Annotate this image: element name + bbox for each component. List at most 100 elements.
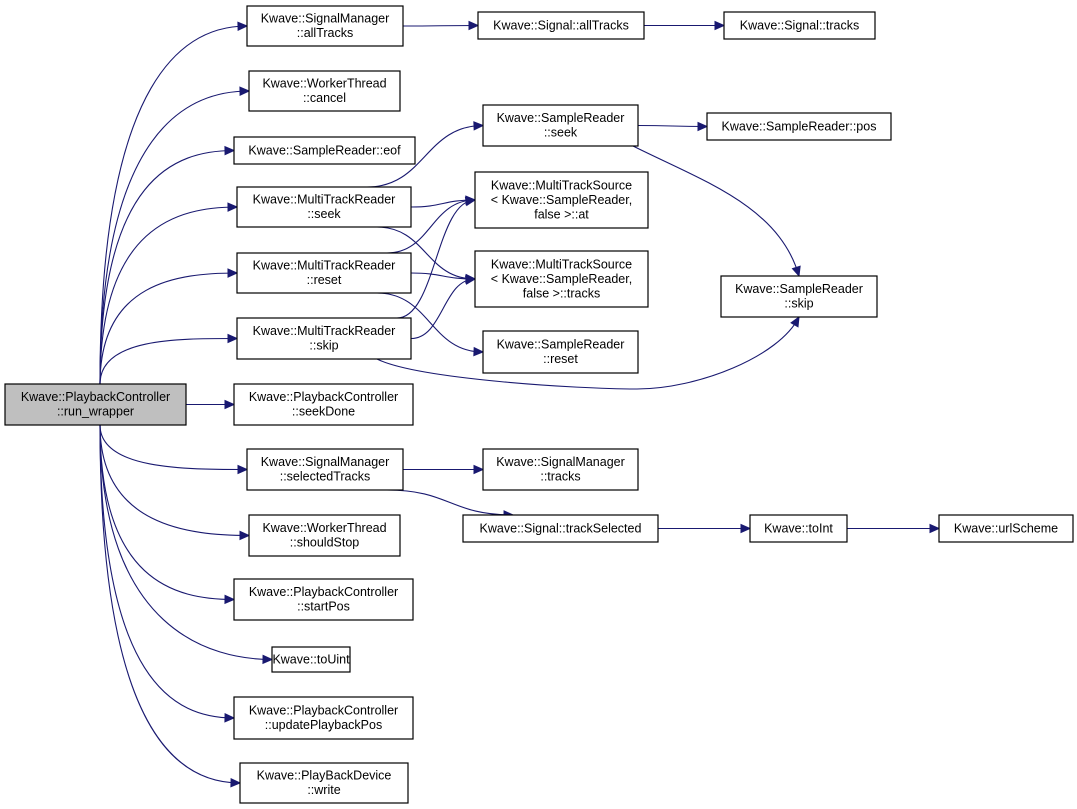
node-label: Kwave::SampleReader — [735, 282, 863, 296]
node-label: Kwave::Signal::tracks — [740, 18, 860, 32]
node-box — [474, 171, 649, 229]
function-node-wt-cancel[interactable]: Kwave::WorkerThread::cancel — [248, 70, 401, 112]
node-box — [474, 250, 649, 308]
function-node-pc-seekdone[interactable]: Kwave::PlaybackController::seekDone — [233, 383, 414, 426]
node-label: Kwave::PlayBackDevice — [257, 769, 392, 783]
node-label: ::reset — [307, 273, 342, 287]
node-label: Kwave::MultiTrackSource — [491, 257, 632, 271]
node-label: < Kwave::SampleReader, — [491, 193, 632, 207]
function-node-touint[interactable]: Kwave::toUint — [271, 646, 351, 673]
edge-line — [99, 149, 235, 385]
node-box — [233, 136, 416, 165]
call-edge — [402, 20, 480, 31]
function-node-mtr-reset[interactable]: Kwave::MultiTrackReader::reset — [236, 252, 412, 294]
function-node-sm-alltracks[interactable]: Kwave::SignalManager::allTracks — [246, 5, 404, 47]
node-label: Kwave::MultiTrackReader — [253, 259, 396, 273]
function-node-urlscheme[interactable]: Kwave::urlScheme — [938, 514, 1074, 543]
node-label: Kwave::MultiTrackReader — [253, 324, 396, 338]
arrowhead — [224, 713, 236, 723]
node-box — [236, 186, 412, 228]
node-label: ::seek — [307, 207, 341, 221]
edge-line — [376, 292, 484, 353]
function-node-toint[interactable]: Kwave::toInt — [749, 514, 848, 543]
node-box — [233, 578, 414, 621]
function-node-sig-trackselected[interactable]: Kwave::Signal::trackSelected — [462, 514, 659, 543]
node-label: Kwave::WorkerThread — [262, 521, 386, 535]
node-box — [236, 252, 412, 294]
node-label: Kwave::SampleReader — [497, 338, 625, 352]
arrowhead — [262, 654, 274, 665]
call-edge — [410, 275, 477, 340]
node-label: Kwave::toUint — [272, 652, 350, 666]
call-edge — [99, 145, 236, 385]
node-label: ::skip — [784, 297, 813, 311]
call-edge — [637, 121, 709, 132]
function-node-wt-shouldstop[interactable]: Kwave::WorkerThread::shouldStop — [248, 514, 401, 557]
edge-line — [99, 424, 248, 471]
edge-line — [366, 124, 484, 188]
node-label: < Kwave::SampleReader, — [491, 272, 632, 286]
node-box — [749, 514, 848, 543]
function-node-sr-pos[interactable]: Kwave::SampleReader::pos — [706, 112, 892, 141]
arrowhead — [929, 523, 941, 534]
function-node-sig-tracks[interactable]: Kwave::Signal::tracks — [723, 11, 876, 40]
function-nodes: Kwave::PlaybackController::run_wrapperKw… — [4, 5, 1074, 804]
node-label: ::selectedTracks — [280, 470, 371, 484]
edge-line — [376, 316, 800, 390]
function-node-sr-skip[interactable]: Kwave::SampleReader::skip — [720, 275, 878, 318]
function-node-run-wrapper[interactable]: Kwave::PlaybackController::run_wrapper — [4, 383, 187, 426]
node-label: Kwave::SampleReader::eof — [248, 143, 401, 157]
edge-line — [637, 124, 708, 128]
node-label: ::startPos — [297, 600, 350, 614]
node-label: ::cancel — [303, 91, 346, 105]
node-label: Kwave::PlaybackController — [249, 704, 398, 718]
function-node-mts-tracks[interactable]: Kwave::MultiTrackSource< Kwave::SampleRe… — [474, 250, 649, 308]
edge-line — [376, 226, 476, 280]
call-edge — [658, 523, 752, 534]
node-label: Kwave::SampleReader::pos — [722, 119, 877, 133]
call-edge — [99, 268, 239, 385]
node-label: Kwave::SignalManager — [261, 455, 390, 469]
function-node-mts-at[interactable]: Kwave::MultiTrackSource< Kwave::SampleRe… — [474, 171, 649, 229]
node-box — [482, 448, 639, 491]
function-node-sr-eof[interactable]: Kwave::SampleReader::eof — [233, 136, 416, 165]
function-node-sr-seek[interactable]: Kwave::SampleReader::seek — [482, 104, 639, 147]
arrowhead — [714, 20, 726, 31]
edge-line — [99, 424, 235, 601]
node-label: false >::at — [534, 207, 589, 221]
function-node-sr-reset[interactable]: Kwave::SampleReader::reset — [482, 330, 639, 374]
node-box — [938, 514, 1074, 543]
node-label: Kwave::SampleReader — [497, 111, 625, 125]
node-box — [723, 11, 876, 40]
edge-line — [402, 24, 479, 27]
function-node-pbd-write[interactable]: Kwave::PlayBackDevice::write — [239, 762, 409, 804]
edge-line — [99, 90, 250, 385]
node-label: Kwave::SignalManager — [496, 455, 625, 469]
node-box — [706, 112, 892, 141]
function-node-pc-updateplaybackpos[interactable]: Kwave::PlaybackController::updatePlaybac… — [233, 696, 414, 740]
function-node-mtr-seek[interactable]: Kwave::MultiTrackReader::seek — [236, 186, 412, 228]
call-edge — [99, 424, 251, 541]
call-edge — [366, 121, 485, 188]
arrowhead — [237, 464, 249, 475]
function-node-sm-selectedtracks[interactable]: Kwave::SignalManager::selectedTracks — [246, 448, 404, 491]
node-label: Kwave::PlaybackController — [249, 585, 398, 599]
arrowhead — [227, 333, 239, 344]
function-node-sm-tracks[interactable]: Kwave::SignalManager::tracks — [482, 448, 639, 491]
function-node-sig-alltracks[interactable]: Kwave::Signal::allTracks — [477, 11, 645, 40]
node-box — [482, 104, 639, 147]
node-label: ::seekDone — [292, 405, 355, 419]
node-box — [477, 11, 645, 40]
call-edge — [376, 292, 485, 357]
arrowhead — [227, 202, 239, 212]
node-box — [4, 383, 187, 426]
arrowhead — [473, 464, 485, 475]
node-box — [239, 762, 409, 804]
node-label: Kwave::SignalManager — [261, 12, 390, 26]
function-node-pc-startpos[interactable]: Kwave::PlaybackController::startPos — [233, 578, 414, 621]
call-edge — [99, 424, 236, 723]
node-label: Kwave::WorkerThread — [262, 77, 386, 91]
arrowhead — [230, 777, 242, 788]
node-label: Kwave::MultiTrackSource — [491, 178, 632, 192]
function-node-mtr-skip[interactable]: Kwave::MultiTrackReader::skip — [236, 317, 412, 360]
